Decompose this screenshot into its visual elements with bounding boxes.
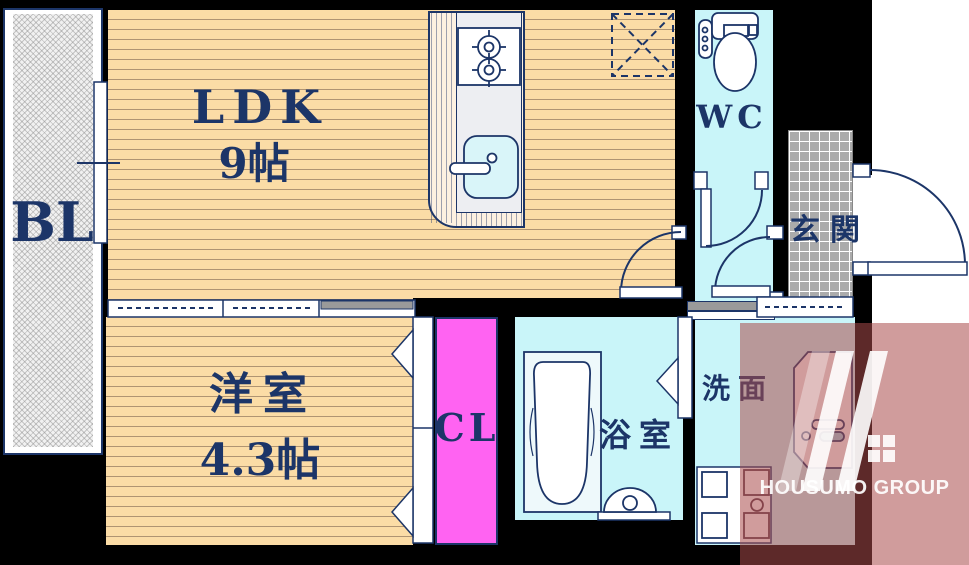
western-room-label: 洋室 [209, 369, 317, 420]
kitchen-cabinet-stripes [431, 13, 456, 223]
kitchen-counter-comb [456, 213, 522, 226]
ldk-size-label: 9帖 [218, 139, 290, 188]
front-door-opening [853, 175, 872, 265]
hall-half-wall [687, 301, 775, 311]
balcony-hatch [13, 14, 93, 447]
bathroom-label: 浴室 [598, 416, 680, 454]
closet-label: CL [434, 405, 500, 450]
room-ldk [108, 10, 675, 303]
housumo-logo-icon [778, 351, 895, 491]
balcony-label: BL [10, 190, 94, 254]
watermark-company-name: HOUSUMO GROUP [759, 477, 950, 499]
room-entrance [788, 130, 853, 310]
company-watermark: HOUSUMO GROUP [740, 323, 969, 565]
kitchen-worktop [456, 12, 522, 213]
wall-ldk-bottom [413, 298, 695, 318]
wc-label: WC [696, 98, 768, 136]
entrance-label: 玄関 [790, 213, 870, 248]
room-western [106, 317, 413, 545]
ldk-label: LDK [191, 80, 329, 134]
room-wc [695, 10, 773, 303]
western-room-size-label: 4.3帖 [199, 435, 321, 486]
hall-threshold [687, 311, 775, 320]
room-closet [435, 317, 498, 545]
